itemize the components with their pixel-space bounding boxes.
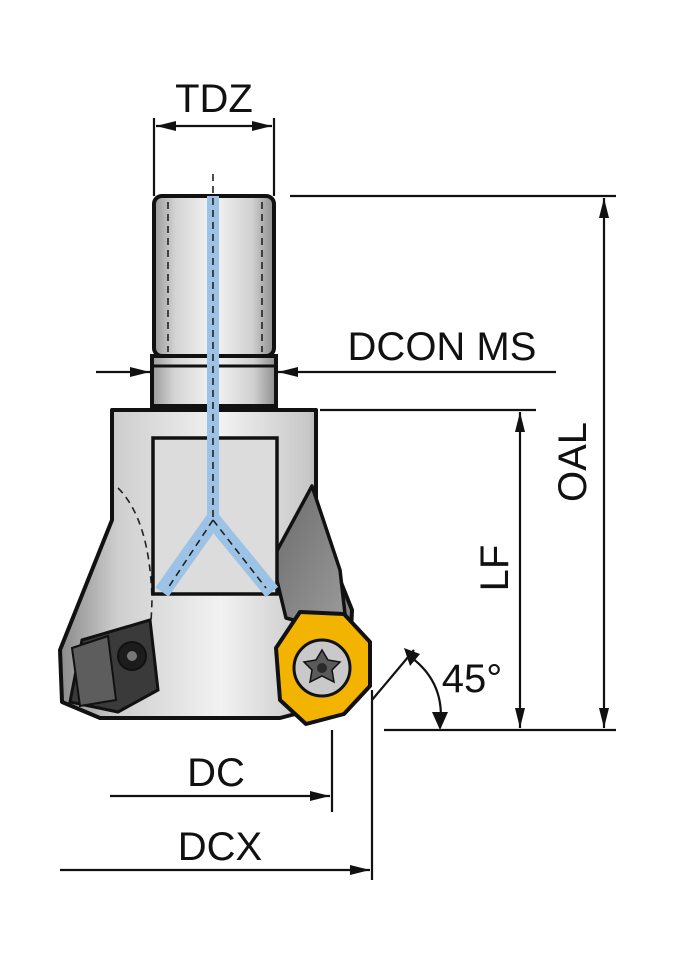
tdz-label: TDZ [175, 77, 253, 121]
lf-label: LF [473, 545, 517, 592]
dc-label: DC [187, 751, 245, 795]
dcx-label: DCX [178, 825, 262, 869]
coolant-channels [155, 174, 279, 598]
dimension-lines [60, 118, 616, 880]
milling-cutter [58, 174, 372, 726]
dcon-ms-label: DCON MS [348, 325, 537, 369]
angle-leg [371, 649, 415, 701]
left-screw-center [127, 651, 137, 661]
left-insert-edge [70, 634, 118, 708]
angle-arrow-top [404, 648, 420, 666]
dimension-labels: TDZ DCON MS OAL LF DC DCX 45° [175, 77, 595, 869]
angle-label: 45° [442, 657, 503, 701]
angle-arrow-bottom [432, 712, 448, 730]
cutting-insert [274, 610, 372, 726]
oal-label: OAL [551, 422, 595, 502]
